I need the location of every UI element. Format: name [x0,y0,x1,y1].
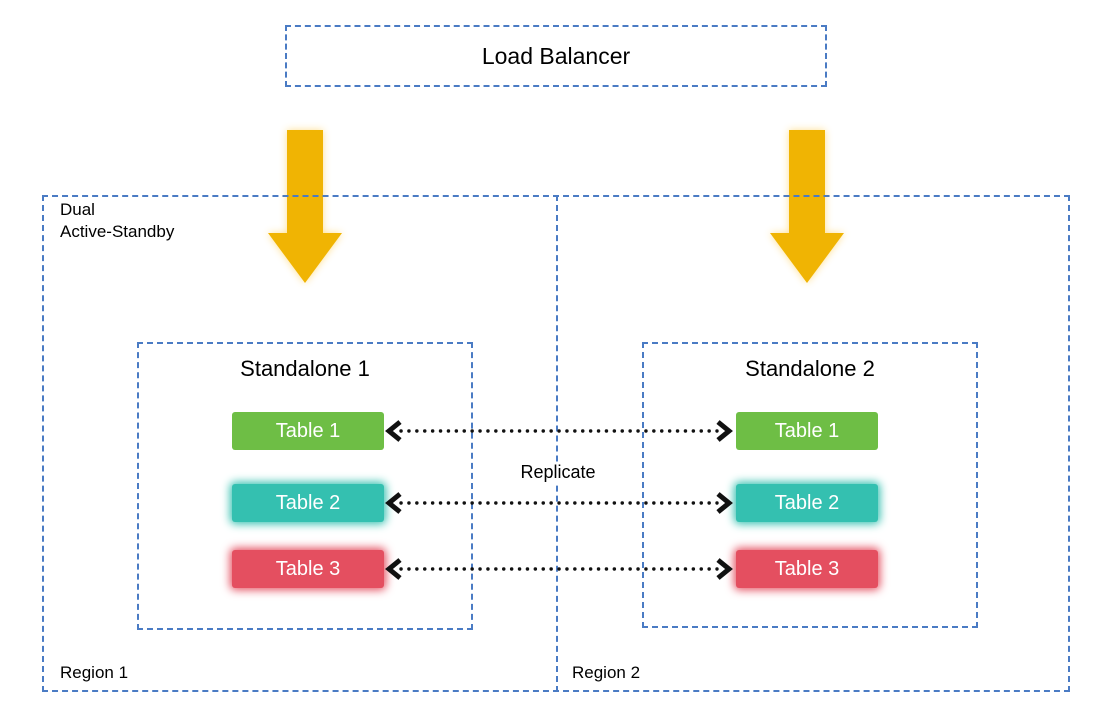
replicate-arrow-icon [385,420,733,442]
load-balancer-label: Load Balancer [481,42,631,69]
load-balancer-node: Load Balancer [285,25,827,87]
replicate-arrow-icon [385,492,733,514]
replicate-label: Replicate [514,462,602,483]
cluster-label-line1: Dual [60,200,95,219]
table-chip: Table 3 [736,550,878,588]
standalone-2-title: Standalone 2 [745,356,875,381]
down-arrow-icon [770,130,844,283]
region-divider [556,195,558,692]
table-chip: Table 1 [232,412,384,450]
table-chip: Table 2 [232,484,384,522]
region-2-label: Region 2 [572,663,641,682]
table-chip: Table 1 [736,412,878,450]
replicate-arrow-icon [385,558,733,580]
standalone-2-node: Standalone 2 Table 1 Table 2 Table 3 [642,342,978,628]
standalone-1-title: Standalone 1 [240,356,370,381]
cluster-label-line2: Active-Standby [60,222,175,242]
region-1-label: Region 1 [60,663,129,682]
table-chip: Table 3 [232,550,384,588]
down-arrow-icon [268,130,342,283]
standalone-1-node: Standalone 1 Table 1 Table 2 Table 3 [137,342,473,630]
cluster-label: Dual Active-Standby [60,199,174,244]
table-chip: Table 2 [736,484,878,522]
